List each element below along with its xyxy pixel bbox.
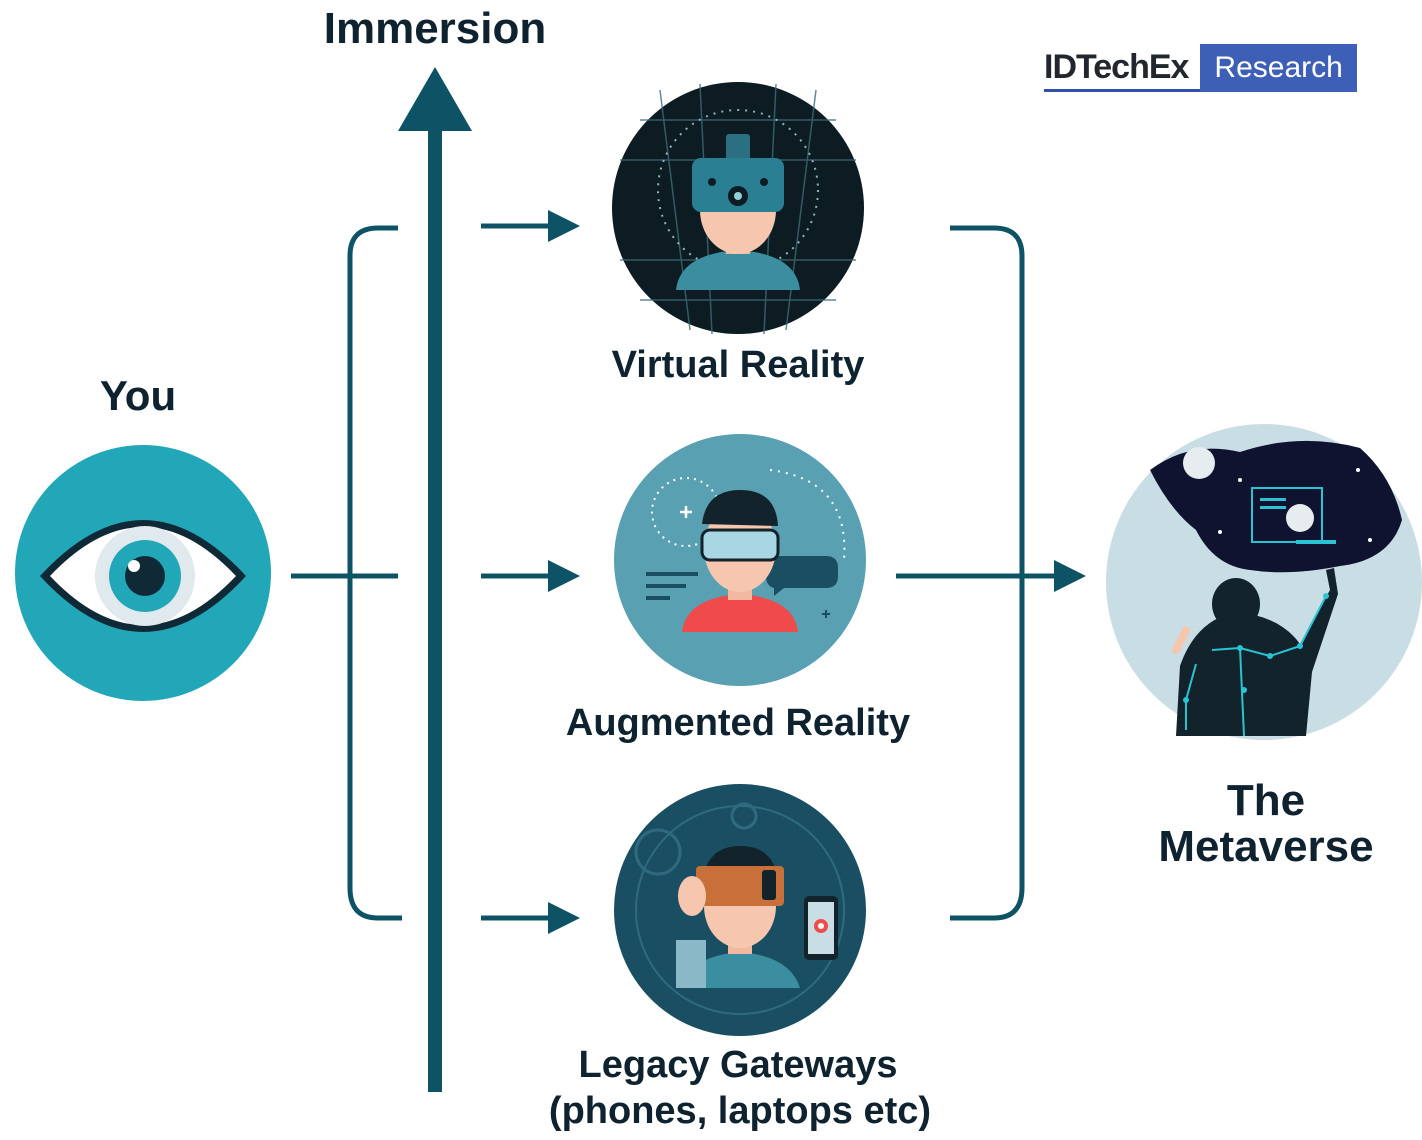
phone-viewer-person-icon: [614, 784, 866, 1036]
idtechex-logo: IDTechEx Research: [1044, 44, 1357, 92]
left-bracket: [291, 225, 402, 921]
arrow-to-ar: [481, 560, 580, 592]
logo-tag: Research: [1200, 44, 1357, 92]
eye-icon: [15, 445, 271, 701]
right-bracket: [950, 225, 1025, 921]
immersion-axis: [398, 67, 472, 1092]
metaverse-label-line2: Metaverse: [1158, 822, 1374, 871]
legacy-gateways-label: Legacy Gateways: [578, 1044, 898, 1086]
vr-headset-person-icon: [612, 82, 864, 335]
metaverse-label-line1: The: [1226, 776, 1306, 825]
tech-arrows: [481, 210, 580, 934]
virtual-reality-label: Virtual Reality: [611, 344, 865, 386]
you-label: You: [99, 372, 177, 419]
logo-brand: IDTechEx: [1044, 44, 1201, 92]
metaverse-figure-icon: [1106, 424, 1422, 740]
arrow-to-vr: [481, 210, 580, 242]
ar-glasses-person-icon: [614, 434, 866, 686]
immersion-label: Immersion: [323, 4, 547, 53]
legacy-gateways-sublabel: (phones, laptops etc): [548, 1090, 932, 1132]
arrow-to-metaverse: [896, 560, 1086, 592]
augmented-reality-label: Augmented Reality: [565, 702, 911, 744]
arrow-to-legacy: [481, 902, 580, 934]
